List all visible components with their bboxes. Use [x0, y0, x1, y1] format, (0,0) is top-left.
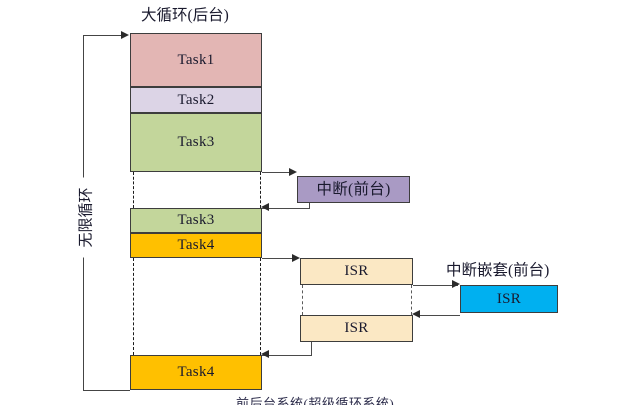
- suspension-dash-left-upper: [133, 172, 134, 208]
- isr-suspension-dash-right: [411, 285, 412, 315]
- task-block-task3-resume: Task3: [130, 208, 262, 233]
- isr2-return-drop: [311, 342, 312, 355]
- nested-interrupt-enter-line: [413, 284, 458, 286]
- background-loop-title: 大循环(后台): [141, 7, 229, 24]
- nested-interrupt-return-line: [418, 314, 460, 316]
- isr2-return-arrowhead-icon: [261, 350, 269, 359]
- infinite-loop-label: 无限循环: [72, 177, 98, 258]
- interrupt-enter-line: [262, 172, 293, 173]
- loop-arrow-top-segment: [83, 35, 123, 36]
- isr-suspension-dash-left: [302, 285, 303, 315]
- loop-arrow-bottom-segment: [83, 390, 130, 391]
- suspension-dash-left-lower: [133, 258, 134, 355]
- task-block-task1: Task1: [130, 33, 262, 87]
- task-block-task3: Task3: [130, 113, 262, 172]
- isr-block-2: ISR: [300, 315, 413, 342]
- nested-interrupt-enter-arrowhead-icon: [452, 280, 460, 289]
- isr-block-1: ISR: [300, 258, 413, 285]
- task-block-task4: Task4: [130, 233, 262, 258]
- interrupt-enter-arrowhead-icon: [289, 167, 297, 176]
- nested-interrupt-return-arrowhead-icon: [412, 310, 420, 319]
- figure-caption-text: 前后台系统(超级循环系统): [236, 396, 395, 405]
- isr2-return-line: [262, 354, 312, 356]
- nested-interrupt-title: 中断嵌套(前台): [446, 262, 550, 279]
- interrupt-return-arrowhead-icon: [261, 203, 269, 212]
- isr-block-nested: ISR: [460, 285, 558, 313]
- figure-caption-clipped: 前后台系统(超级循环系统): [0, 396, 641, 405]
- task-block-task4-resume: Task4: [130, 355, 262, 390]
- suspension-dash-right-lower: [259, 258, 261, 355]
- task-block-task2: Task2: [130, 87, 262, 113]
- suspension-dash-right-upper: [259, 172, 261, 208]
- interrupt-return-line: [262, 207, 310, 209]
- interrupt-return-drop: [309, 203, 310, 208]
- interrupt-foreground-box: 中断(前台): [297, 176, 410, 203]
- isr1-enter-line: [262, 258, 296, 259]
- loop-arrow-head-icon: [121, 30, 129, 39]
- isr1-enter-arrowhead-icon: [292, 253, 300, 262]
